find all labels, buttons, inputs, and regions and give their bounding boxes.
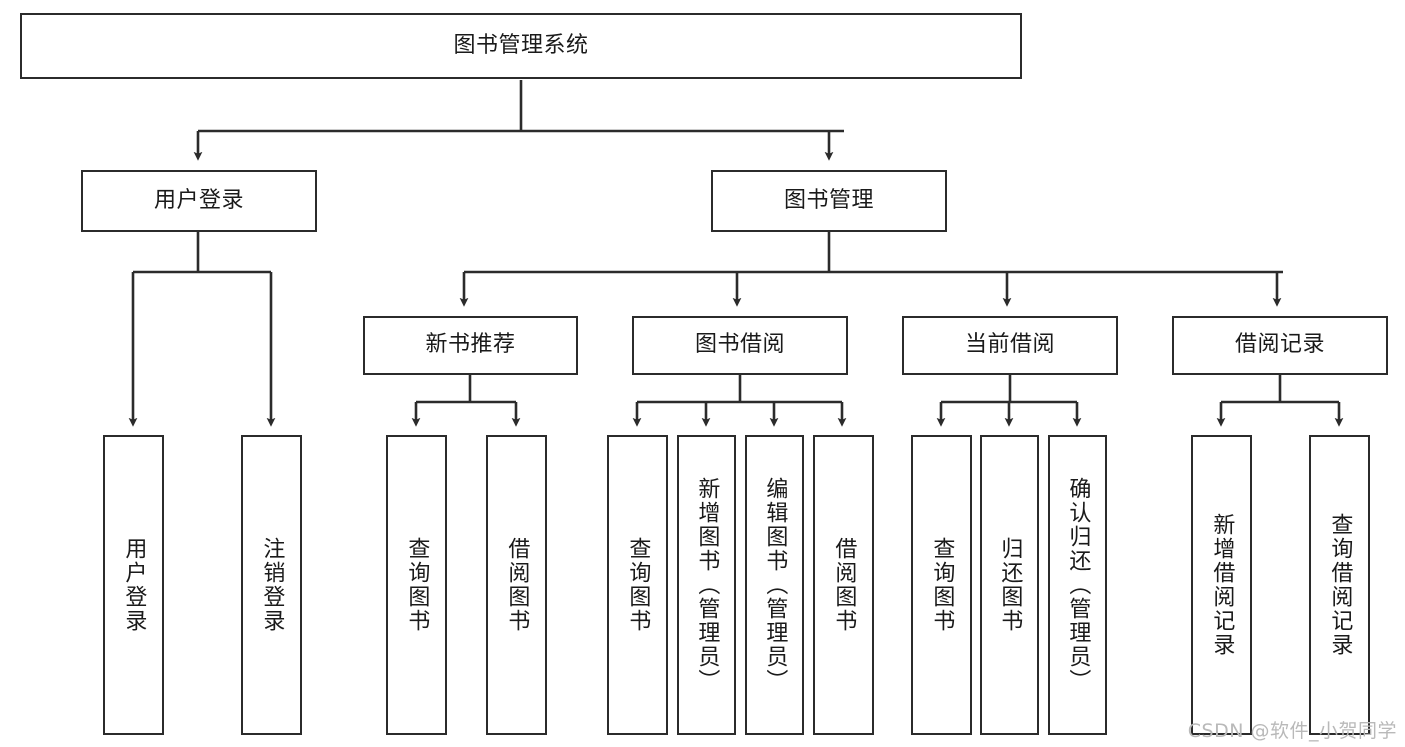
node-book-borrow-label: 图书借阅 xyxy=(694,332,785,358)
node-user-login-label: 用户登录 xyxy=(153,187,244,213)
node-current-borrow[interactable]: 当前借阅 xyxy=(902,316,1118,375)
node-leaf-confirm-return-label: 确认归还（管理员） xyxy=(1065,477,1091,693)
node-current-borrow-label: 当前借阅 xyxy=(964,332,1055,358)
node-leaf-query-record-label: 查询借阅记录 xyxy=(1327,513,1353,657)
node-leaf-add-book-label: 新增图书（管理员） xyxy=(694,477,720,693)
node-leaf-user-login[interactable]: 用户登录 xyxy=(103,435,164,735)
node-leaf-borrow-book-2[interactable]: 借阅图书 xyxy=(813,435,874,735)
node-leaf-borrow-book-1[interactable]: 借阅图书 xyxy=(486,435,547,735)
node-new-book-recommend-label: 新书推荐 xyxy=(425,332,516,358)
node-leaf-edit-book-label: 编辑图书（管理员） xyxy=(762,477,788,693)
node-leaf-borrow-book-1-label: 借阅图书 xyxy=(504,537,530,633)
node-leaf-logout-login[interactable]: 注销登录 xyxy=(241,435,302,735)
node-borrow-record-label: 借阅记录 xyxy=(1234,332,1325,358)
node-leaf-query-book-1[interactable]: 查询图书 xyxy=(386,435,447,735)
node-leaf-add-book[interactable]: 新增图书（管理员） xyxy=(677,435,736,735)
node-leaf-add-record[interactable]: 新增借阅记录 xyxy=(1191,435,1252,735)
node-leaf-query-book-3[interactable]: 查询图书 xyxy=(911,435,972,735)
node-leaf-return-book[interactable]: 归还图书 xyxy=(980,435,1039,735)
node-book-manage[interactable]: 图书管理 xyxy=(711,170,947,232)
node-book-borrow[interactable]: 图书借阅 xyxy=(632,316,848,375)
node-borrow-record[interactable]: 借阅记录 xyxy=(1172,316,1388,375)
node-leaf-logout-login-label: 注销登录 xyxy=(259,537,285,633)
node-leaf-borrow-book-2-label: 借阅图书 xyxy=(831,537,857,633)
node-leaf-add-record-label: 新增借阅记录 xyxy=(1209,513,1235,657)
node-book-manage-label: 图书管理 xyxy=(783,187,874,213)
node-new-book-recommend[interactable]: 新书推荐 xyxy=(363,316,578,375)
node-leaf-edit-book[interactable]: 编辑图书（管理员） xyxy=(745,435,804,735)
node-root-system[interactable]: 图书管理系统 xyxy=(20,13,1022,79)
node-leaf-user-login-label: 用户登录 xyxy=(121,537,147,633)
node-leaf-return-book-label: 归还图书 xyxy=(997,537,1023,633)
node-leaf-query-book-1-label: 查询图书 xyxy=(404,537,430,633)
node-leaf-confirm-return[interactable]: 确认归还（管理员） xyxy=(1048,435,1107,735)
node-leaf-query-record[interactable]: 查询借阅记录 xyxy=(1309,435,1370,735)
node-leaf-query-book-3-label: 查询图书 xyxy=(929,537,955,633)
node-user-login[interactable]: 用户登录 xyxy=(81,170,317,232)
node-root-system-label: 图书管理系统 xyxy=(453,32,589,58)
node-leaf-query-book-2[interactable]: 查询图书 xyxy=(607,435,668,735)
node-leaf-query-book-2-label: 查询图书 xyxy=(625,537,651,633)
